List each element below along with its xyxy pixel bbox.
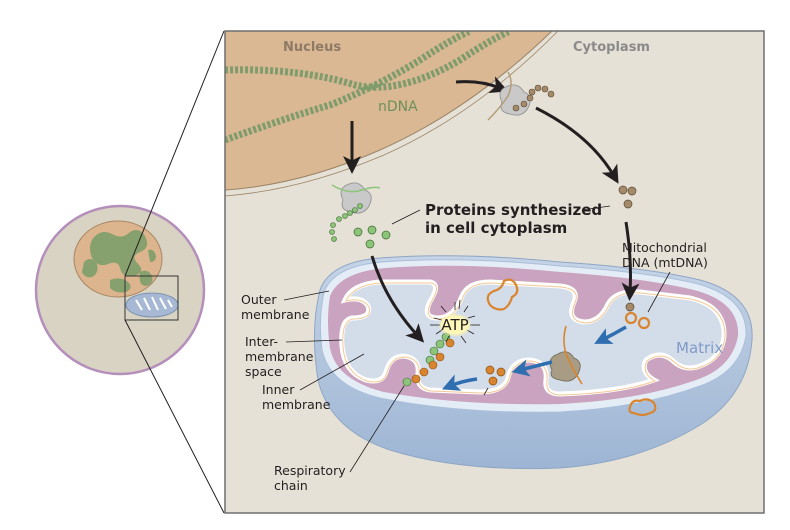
mtdna-loop <box>628 398 657 417</box>
intermembrane-label-line3: space <box>245 364 282 379</box>
matrix-label: Matrix <box>676 339 723 357</box>
outer-membrane-label-line1: Outer <box>241 292 277 307</box>
proteins-green-cluster <box>353 225 391 249</box>
zoom-panel-border <box>224 30 765 514</box>
zoom-panel: Nucleus Cytoplasm nDNA <box>224 30 765 514</box>
cytoplasm-label: Cytoplasm <box>573 40 650 55</box>
mitochondrion: Matrix <box>313 221 753 470</box>
inner-membrane-label-line2: membrane <box>262 397 331 412</box>
mito-ribosome <box>549 325 583 385</box>
mtdna-label-line1: Mitochondrial <box>622 240 707 255</box>
ribosome-cytoplasm-right <box>487 71 555 121</box>
arrow-mtdna-to-ribosome <box>594 325 627 344</box>
proteins-label-line2: in cell cytoplasm <box>425 219 567 237</box>
atp-burst: ATP <box>430 299 480 344</box>
mtdna-label-line2: DNA (mtDNA) <box>622 255 708 270</box>
cell-overview <box>34 30 225 514</box>
ndna-label: nDNA <box>378 99 418 115</box>
proteins-orange-cluster <box>485 365 506 386</box>
proteins-label-line1: Proteins synthesized <box>425 201 602 219</box>
arrow-ribosome-to-proteins <box>511 359 553 377</box>
nucleus-label: Nucleus <box>283 40 341 55</box>
arrow-proteins-to-chain <box>441 374 478 391</box>
protein-chain-brown <box>512 84 555 112</box>
respiratory-chain-label-line2: chain <box>274 478 308 493</box>
zoom-box <box>124 275 179 321</box>
outer-membrane-leader <box>283 290 330 301</box>
ndna-strands <box>225 31 512 144</box>
outer-membrane-label-line2: membrane <box>241 307 310 322</box>
mtdna-figure-eight <box>624 302 651 330</box>
intermembrane-label-line2: membrane <box>245 349 314 364</box>
nucleus-region <box>225 31 552 190</box>
proteins-leader-left <box>391 209 421 225</box>
proteins-leader-right <box>581 205 611 211</box>
intermembrane-label-line1: Inter- <box>245 334 278 349</box>
ribosome-cytoplasm-left <box>329 182 381 242</box>
protein-chain-green <box>329 203 363 242</box>
respiratory-chain-leader <box>349 385 405 473</box>
intermembrane-leader <box>285 339 343 343</box>
respiratory-chain <box>402 332 455 387</box>
zoom-line-bottom <box>124 319 225 514</box>
respiratory-chain-label-line1: Respiratory <box>274 463 346 478</box>
zoom-line-top <box>124 30 225 277</box>
arrow-brown-proteins-to-mito <box>621 221 640 301</box>
arrow-green-proteins-to-chain <box>370 255 425 343</box>
nuclear-envelope-inner <box>225 31 553 191</box>
inner-membrane-label-line1: Inner <box>262 382 295 397</box>
inner-membrane-leader <box>299 353 365 391</box>
proteins-brown-cluster <box>618 185 637 209</box>
arrow-ribosome-to-proteins-brown <box>535 106 619 184</box>
arrow-nucleus-to-ribosome-right <box>455 76 509 94</box>
mtdna-leader <box>647 271 671 313</box>
mrna-strand <box>487 71 512 121</box>
atp-label: ATP <box>441 316 468 334</box>
mtdna-loop <box>486 278 519 311</box>
mrna-strand-green <box>331 184 381 193</box>
